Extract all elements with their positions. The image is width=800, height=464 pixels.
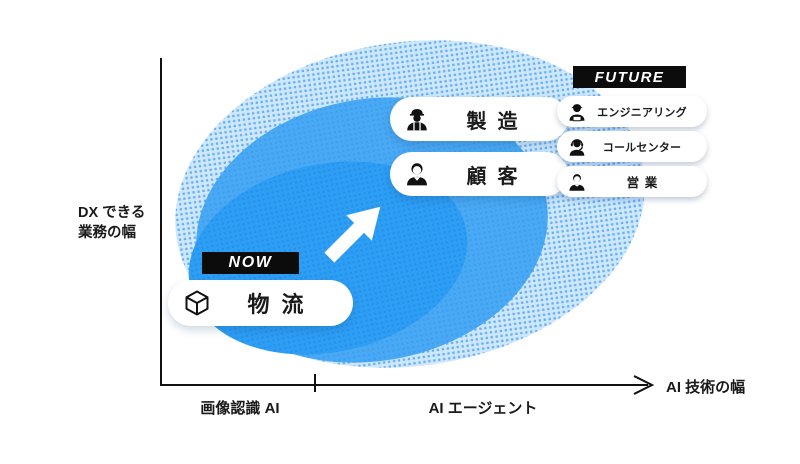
factory-worker-icon (404, 106, 430, 132)
sales-pill-label: 営業 (626, 176, 663, 190)
logistics-pill-label: 物流 (247, 292, 316, 317)
x-tick-label-ai-agent: AI エージェント (428, 400, 538, 417)
engineering-pill: エンジニアリング (557, 96, 707, 127)
x-tick-label-image-recognition-ai: 画像認識 AI (200, 400, 280, 417)
manufacturing-pill-label: 製造 (466, 110, 529, 133)
growth-arrow (324, 206, 381, 263)
cube-icon (182, 288, 212, 318)
y-axis-label: DX できる 業務の幅 (78, 203, 168, 243)
call-center-pill: コールセンター (557, 131, 707, 162)
now-badge-label: NOW (228, 254, 273, 271)
x-axis-arrowhead-icon (633, 375, 655, 395)
x-axis-label: AI 技術の幅 (666, 379, 746, 396)
call-center-pill-label: コールセンター (602, 141, 682, 154)
y-axis-label-line2: 業務の幅 (78, 225, 136, 241)
customer-icon (404, 161, 430, 187)
engineering-pill-label: エンジニアリング (597, 106, 687, 119)
engineer-icon (567, 102, 587, 122)
future-badge: FUTURE (573, 66, 686, 88)
sales-person-icon (567, 172, 587, 192)
future-badge-label: FUTURE (594, 68, 665, 86)
y-axis-label-line1: DX できる (78, 205, 146, 221)
manufacturing-pill: 製造 (390, 97, 568, 141)
logistics-pill: 物流 (168, 280, 353, 326)
customer-pill-label: 顧客 (466, 165, 529, 188)
sales-pill: 営業 (557, 166, 707, 197)
customer-pill: 顧客 (390, 152, 568, 196)
now-badge: NOW (202, 252, 299, 274)
call-center-icon (567, 137, 587, 157)
